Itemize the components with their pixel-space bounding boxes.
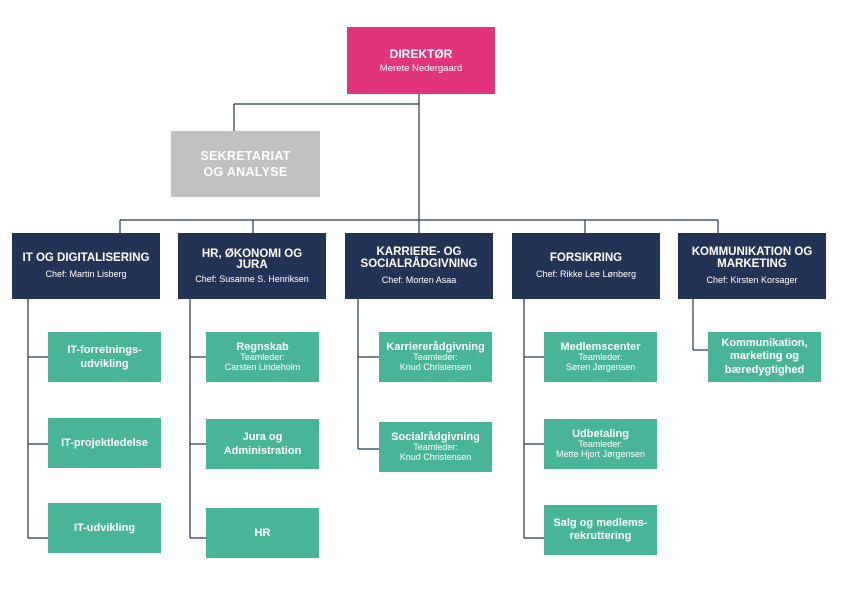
department-chief: Chef: Kirsten Korsager (706, 275, 798, 285)
unit-lead-name: Knud Christensen (399, 362, 472, 373)
unit-title-line1: Medlemscenter (560, 341, 641, 354)
unit-title-line1: Udbetaling (572, 428, 629, 441)
unit-box-udbetaling: Udbetaling Teamleder: Mette Hjort Jørgen… (544, 419, 657, 469)
unit-title-line2: udvikling (80, 358, 129, 370)
unit-title-line3: bæredygtighed (724, 363, 805, 376)
unit-box-regnskab: Regnskab Teamleder: Carsten Lindeholm (206, 332, 319, 382)
unit-lead-label: Teamleder: (240, 352, 285, 363)
unit-title-line1: Jura og (242, 430, 283, 443)
unit-title-line1: Socialrådgivning (391, 431, 480, 444)
unit-box-socialraadgivning: Socialrådgivning Teamleder: Knud Christe… (379, 422, 492, 472)
unit-lead-label: Teamleder: (578, 439, 623, 450)
unit-lead-name: Carsten Lindeholm (224, 362, 301, 373)
department-chief: Chef: Martin Lisberg (45, 269, 127, 280)
department-box-kommunikation: KOMMUNIKATION OG MARKETING Chef: Kirsten… (678, 233, 826, 299)
unit-title-line1: IT-udvikling (73, 521, 136, 534)
department-title: KARRIERE- OG SOCIALRÅDGIVNING (360, 246, 478, 270)
department-box-hr: HR, ØKONOMI OG JURA Chef: Susanne S. Hen… (178, 233, 326, 299)
unit-box-it-projektledelse: IT-projektledelse (48, 418, 161, 468)
director-title: DIREKTØR (389, 46, 453, 61)
unit-lead-label: Teamleder: (413, 352, 458, 363)
unit-lead-name: Knud Christensen (399, 452, 472, 463)
department-title: HR, ØKONOMI OG JURA (201, 247, 303, 271)
director-name: Merete Nedergaard (379, 62, 463, 74)
department-title: IT OG DIGITALISERING (22, 251, 150, 264)
department-chief: Chef: Rikke Lee Lønberg (535, 269, 637, 280)
unit-lead-label: Teamleder: (578, 352, 623, 363)
department-box-karriere: KARRIERE- OG SOCIALRÅDGIVNING Chef: Mort… (345, 233, 493, 299)
unit-title-line1: HR (254, 526, 271, 539)
unit-box-medlemscenter: Medlemscenter Teamleder: Søren Jørgensen (544, 332, 657, 382)
department-box-forsikring: FORSIKRING Chef: Rikke Lee Lønberg (512, 233, 660, 299)
unit-lead-name: Søren Jørgensen (565, 362, 636, 373)
unit-title-line1: IT-projektledelse (61, 436, 148, 449)
unit-box-kommunikation-marketing-baeredygtighed: Kommunikation, marketing og bæredygtighe… (708, 332, 821, 382)
department-title: FORSIKRING (549, 251, 623, 264)
unit-title-line2: marketing og (729, 350, 800, 363)
department-box-it: IT OG DIGITALISERING Chef: Martin Lisber… (12, 233, 160, 299)
unit-title-line2: rekruttering (569, 530, 632, 542)
unit-box-karriereraadgivning: Karriererådgivning Teamleder: Knud Chris… (379, 332, 492, 382)
staff-box-sekretariat: SEKRETARIAT OG ANALYSE (171, 131, 320, 197)
unit-title-line1: Regnskab (236, 341, 289, 354)
department-chief: Chef: Susanne S. Henriksen (195, 273, 309, 284)
staff-title-line1: SEKRETARIAT (200, 148, 291, 163)
director-box: DIREKTØR Merete Nedergaard (347, 27, 495, 94)
unit-box-jura-administration: Jura og Administration (206, 419, 319, 469)
unit-title-line1: Karriererådgivning (386, 341, 485, 354)
unit-title-line1: Salg og medlems- (553, 517, 648, 530)
staff-title-line2: OG ANALYSE (203, 165, 288, 179)
unit-box-hr: HR (206, 508, 319, 558)
department-chief: Chef: Morten Asaa (381, 275, 457, 285)
unit-box-salg-medlemsrekruttering: Salg og medlems- rekruttering (544, 505, 657, 555)
unit-lead-name: Mette Hjort Jørgensen (555, 449, 646, 460)
department-title: KOMMUNIKATION OG MARKETING (691, 246, 813, 270)
unit-lead-label: Teamleder: (413, 442, 458, 453)
unit-box-it-forretningsudvikling: IT-forretnings- udvikling (48, 332, 161, 382)
unit-title-line1: IT-forretnings- (67, 343, 142, 356)
unit-title-line2: Administration (223, 445, 302, 457)
unit-title-line1: Kommunikation, (721, 337, 808, 350)
unit-box-it-udvikling: IT-udvikling (48, 503, 161, 553)
